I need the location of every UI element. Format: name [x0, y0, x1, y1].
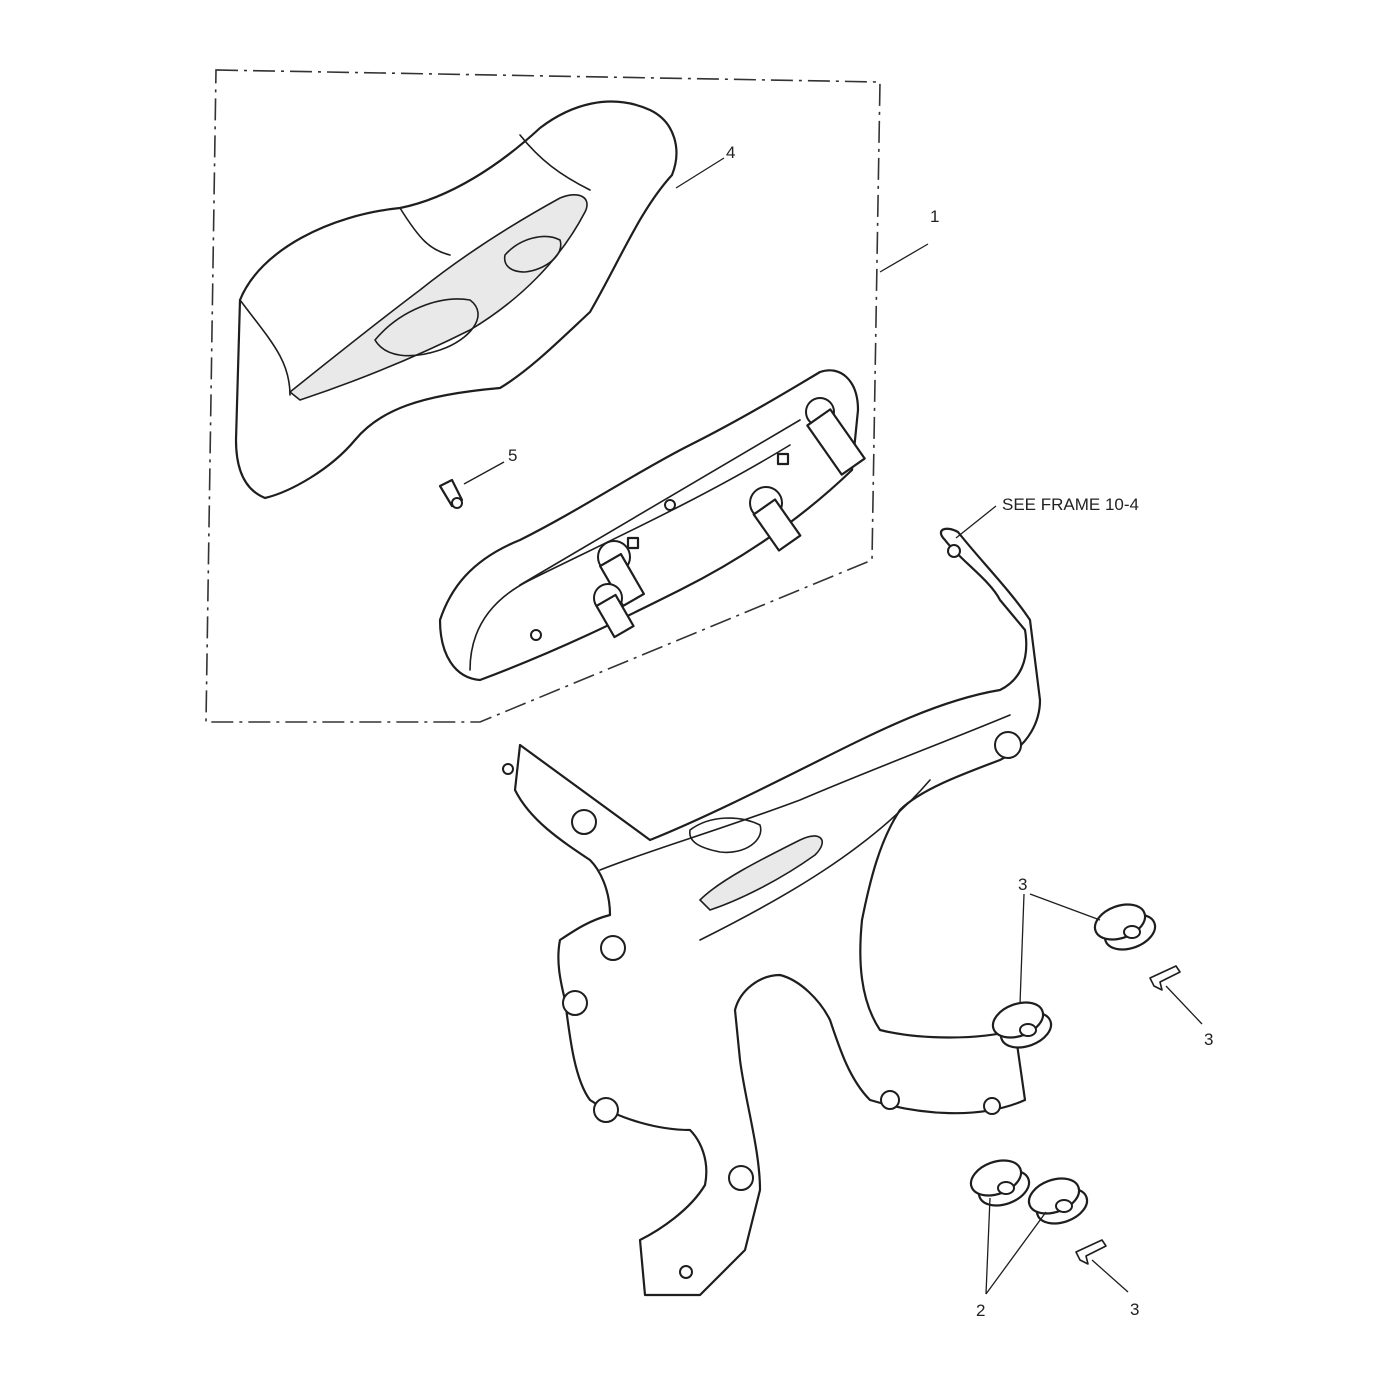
callout-screw: 5 — [508, 446, 517, 465]
leader-grommet-lower — [985, 1197, 1047, 1295]
leader-clip-upper — [1165, 985, 1203, 1025]
leader-reference — [955, 505, 997, 539]
clip-lower — [1075, 1239, 1107, 1265]
callout-reference: SEE FRAME 10-4 — [1002, 495, 1139, 514]
leader-clip-lower — [1091, 1259, 1129, 1293]
callout-clip-lower: 3 — [1130, 1300, 1139, 1319]
callout-cover: 4 — [726, 143, 735, 162]
leader-assembly — [879, 243, 929, 273]
screw — [438, 478, 464, 509]
clip-upper — [1149, 965, 1181, 991]
mounting-bracket — [502, 527, 1042, 1297]
leader-grommet-middle — [1019, 893, 1025, 1005]
instrument-body — [438, 369, 866, 682]
grommet-lower-right — [1027, 1177, 1089, 1225]
leader-cover — [675, 157, 725, 189]
leader-grommet-upper — [1029, 893, 1101, 921]
grommet-middle — [991, 1001, 1053, 1049]
grommet-upper-right — [1093, 903, 1157, 951]
callout-grommet-upper: 3 — [1018, 875, 1027, 894]
callout-clip-upper: 3 — [1204, 1030, 1213, 1049]
instrument-cover — [234, 100, 678, 500]
grommet-lower-left — [969, 1159, 1031, 1207]
callout-assembly: 1 — [930, 207, 939, 226]
callout-grommet-lower: 2 — [976, 1301, 985, 1320]
leader-screw — [463, 461, 505, 485]
